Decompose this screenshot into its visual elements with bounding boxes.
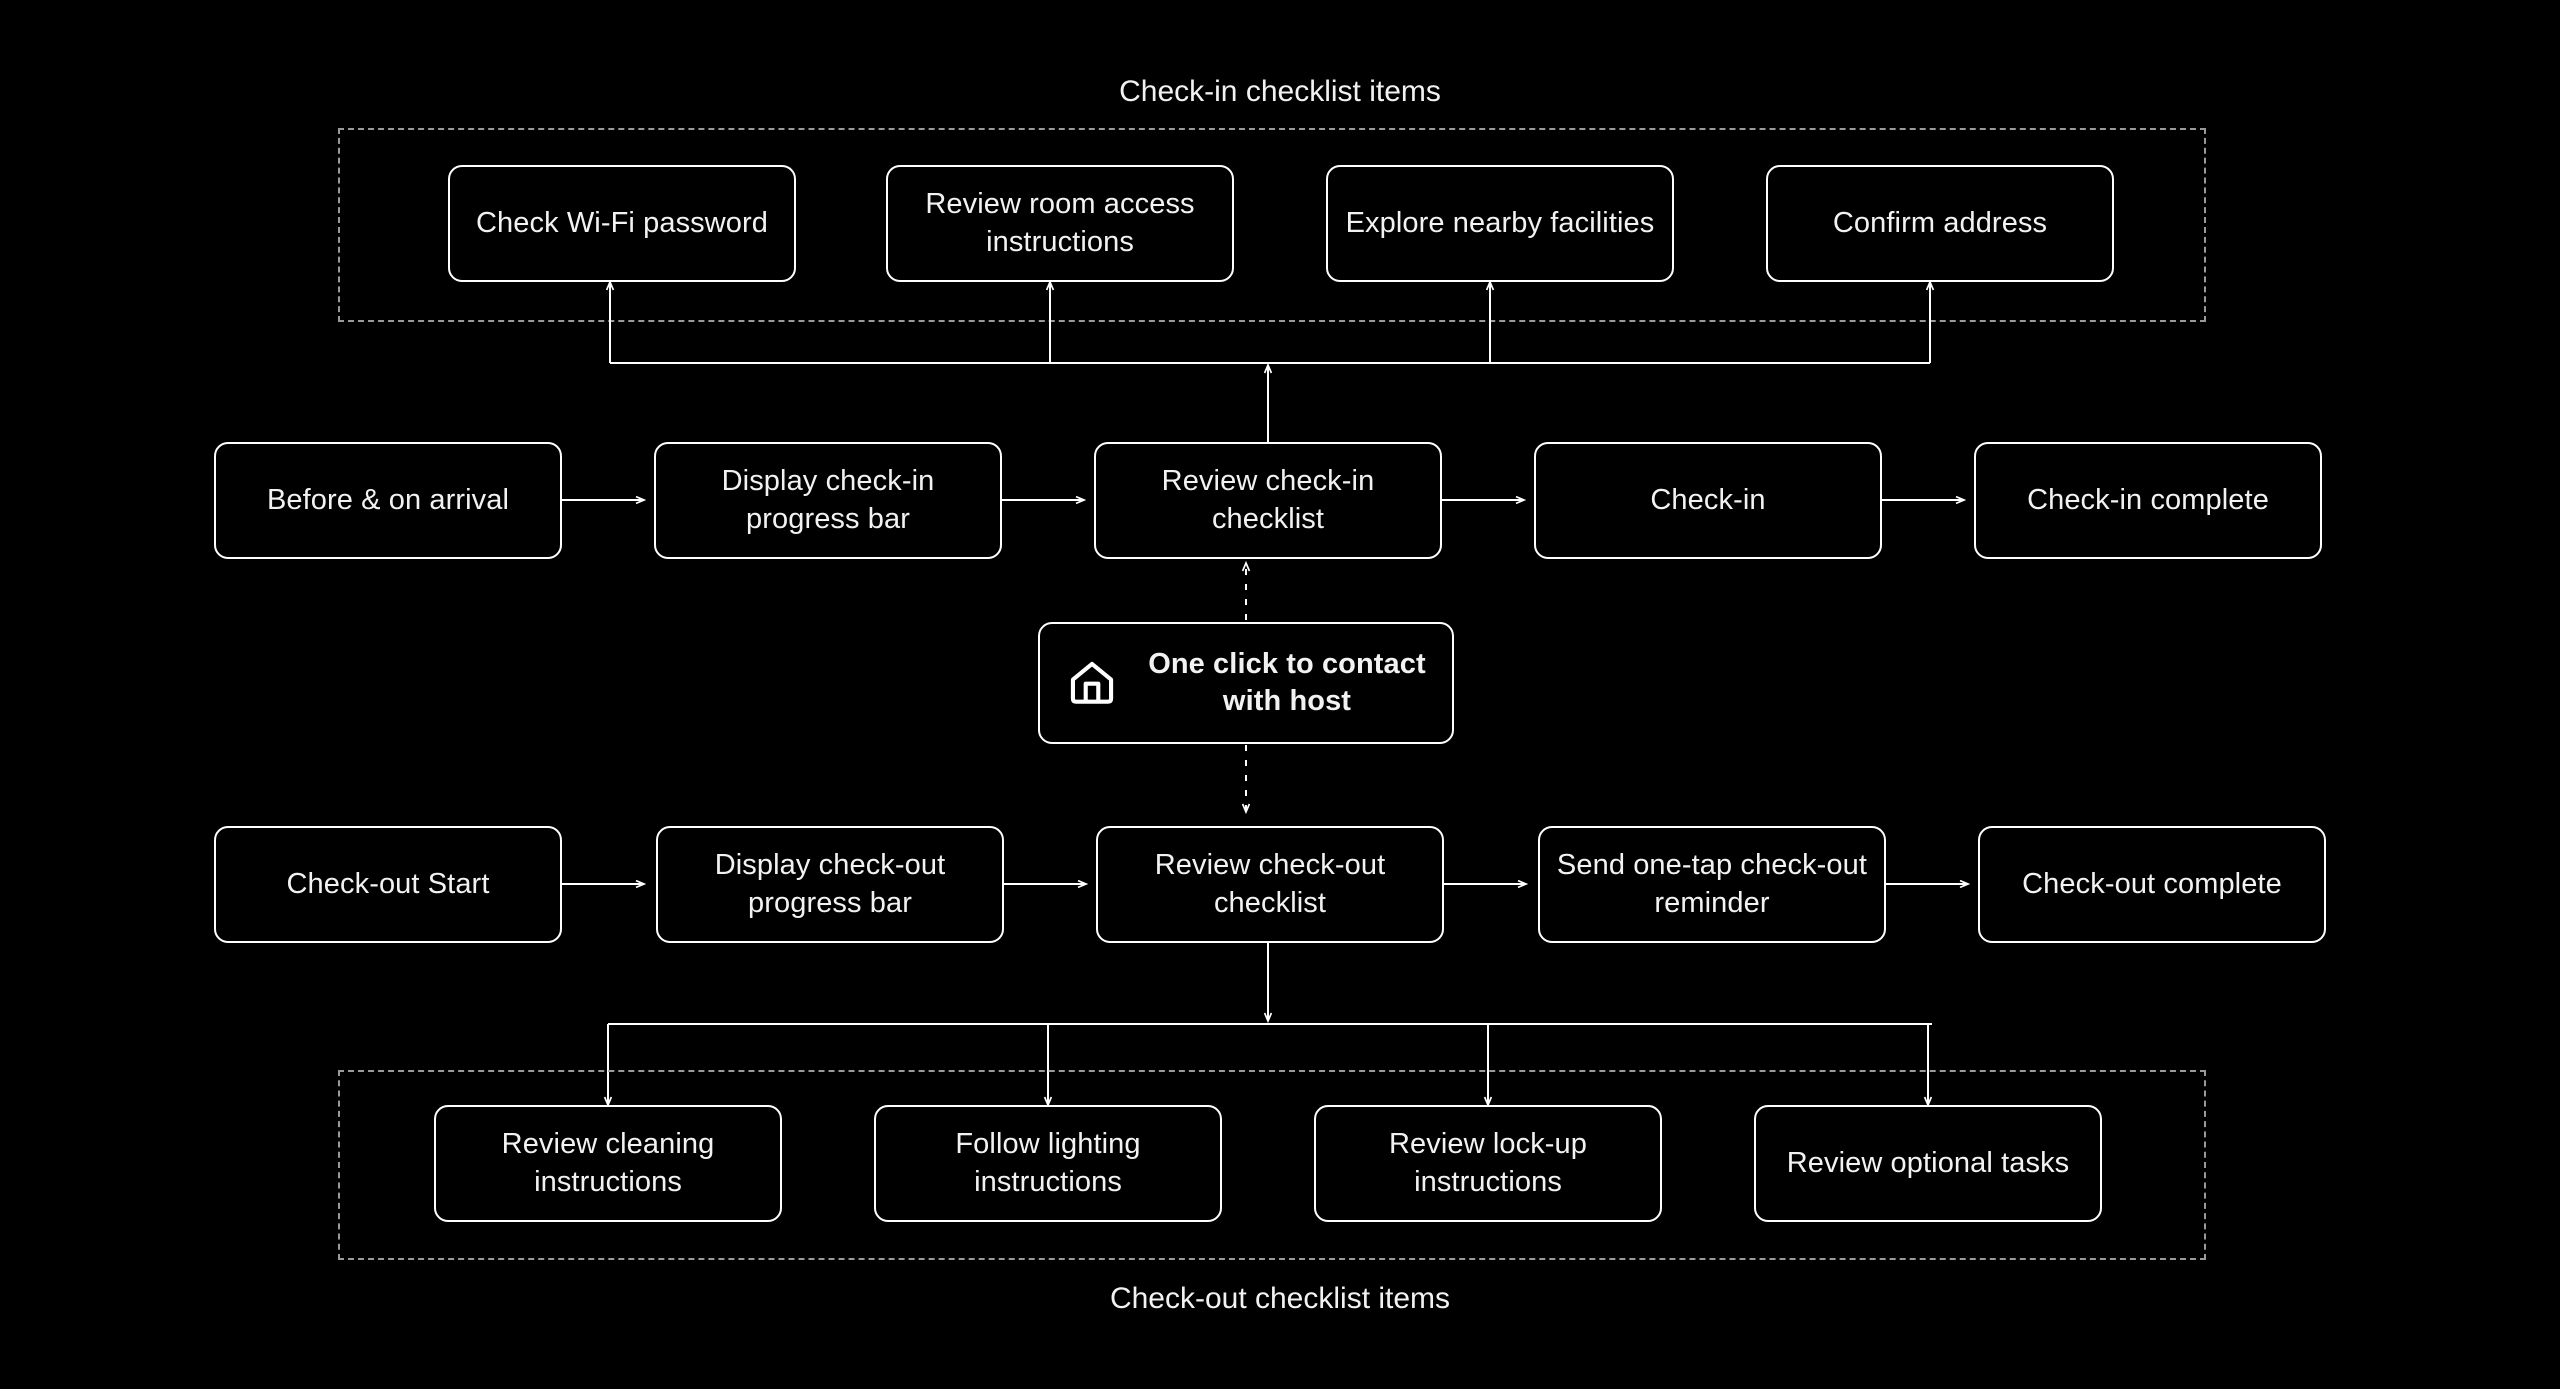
checkin-checklist-item[interactable]: Explore nearby facilities <box>1326 165 1674 282</box>
checkin-checklist-item-label: Review room access instructions <box>925 188 1195 258</box>
checkout-step-review-checklist[interactable]: Review check-out checklist <box>1096 826 1444 943</box>
checkin-step-label: Check-in <box>1650 483 1766 516</box>
checkin-checklist-group <box>338 128 2206 322</box>
checkout-checklist-item[interactable]: Review optional tasks <box>1754 1105 2102 1222</box>
checkin-step-check-in[interactable]: Check-in <box>1534 442 1882 559</box>
checkout-step-label: Send one-tap check-out reminder <box>1556 849 1868 919</box>
checkin-step-label: Check-in complete <box>2027 483 2269 516</box>
contact-host-label: One click to contact with host <box>1148 647 1426 717</box>
contact-host-button[interactable]: One click to contact with host <box>1038 622 1454 744</box>
checkout-step-start[interactable]: Check-out Start <box>214 826 562 943</box>
checkout-step-label: Review check-out checklist <box>1154 849 1386 919</box>
checkout-checklist-item-label: Review lock-up instructions <box>1388 1128 1588 1198</box>
checkin-step-before-arrival[interactable]: Before & on arrival <box>214 442 562 559</box>
checkin-step-review-checklist[interactable]: Review check-in checklist <box>1094 442 1442 559</box>
checkout-checklist-item[interactable]: Review cleaning instructions <box>434 1105 782 1222</box>
checkout-step-complete[interactable]: Check-out complete <box>1978 826 2326 943</box>
home-icon <box>1070 661 1114 704</box>
checkout-checklist-caption: Check-out checklist items <box>1109 1282 1451 1315</box>
checkin-step-label: Review check-in checklist <box>1161 465 1375 535</box>
checkin-checklist-item-label: Check Wi-Fi password <box>475 206 769 239</box>
checkin-step-progress-bar[interactable]: Display check-in progress bar <box>654 442 1002 559</box>
checkin-step-label: Display check-in progress bar <box>721 465 935 535</box>
checkin-checklist-item[interactable]: Check Wi-Fi password <box>448 165 796 282</box>
checkin-checklist-item[interactable]: Review room access instructions <box>886 165 1234 282</box>
checkin-checklist-item-label: Explore nearby facilities <box>1345 206 1655 239</box>
checkout-checklist-item[interactable]: Review lock-up instructions <box>1314 1105 1662 1222</box>
checkin-checklist-item[interactable]: Confirm address <box>1766 165 2114 282</box>
checkout-checklist-group <box>338 1070 2206 1260</box>
checkout-checklist-item-label: Review cleaning instructions <box>501 1128 715 1198</box>
checkin-step-complete[interactable]: Check-in complete <box>1974 442 2322 559</box>
checkout-checklist-item[interactable]: Follow lighting instructions <box>874 1105 1222 1222</box>
checkout-checklist-item-label: Follow lighting instructions <box>955 1128 1141 1198</box>
checkout-step-progress-bar[interactable]: Display check-out progress bar <box>656 826 1004 943</box>
checkout-step-send-reminder[interactable]: Send one-tap check-out reminder <box>1538 826 1886 943</box>
checkout-step-label: Check-out complete <box>2022 867 2282 900</box>
checkin-checklist-item-label: Confirm address <box>1832 206 2048 239</box>
checkout-step-label: Display check-out progress bar <box>714 849 946 919</box>
checkin-step-label: Before & on arrival <box>266 483 510 516</box>
checkout-checklist-item-label: Review optional tasks <box>1786 1146 2070 1179</box>
checkout-step-label: Check-out Start <box>286 867 490 900</box>
checkin-checklist-caption: Check-in checklist items <box>1119 75 1441 108</box>
